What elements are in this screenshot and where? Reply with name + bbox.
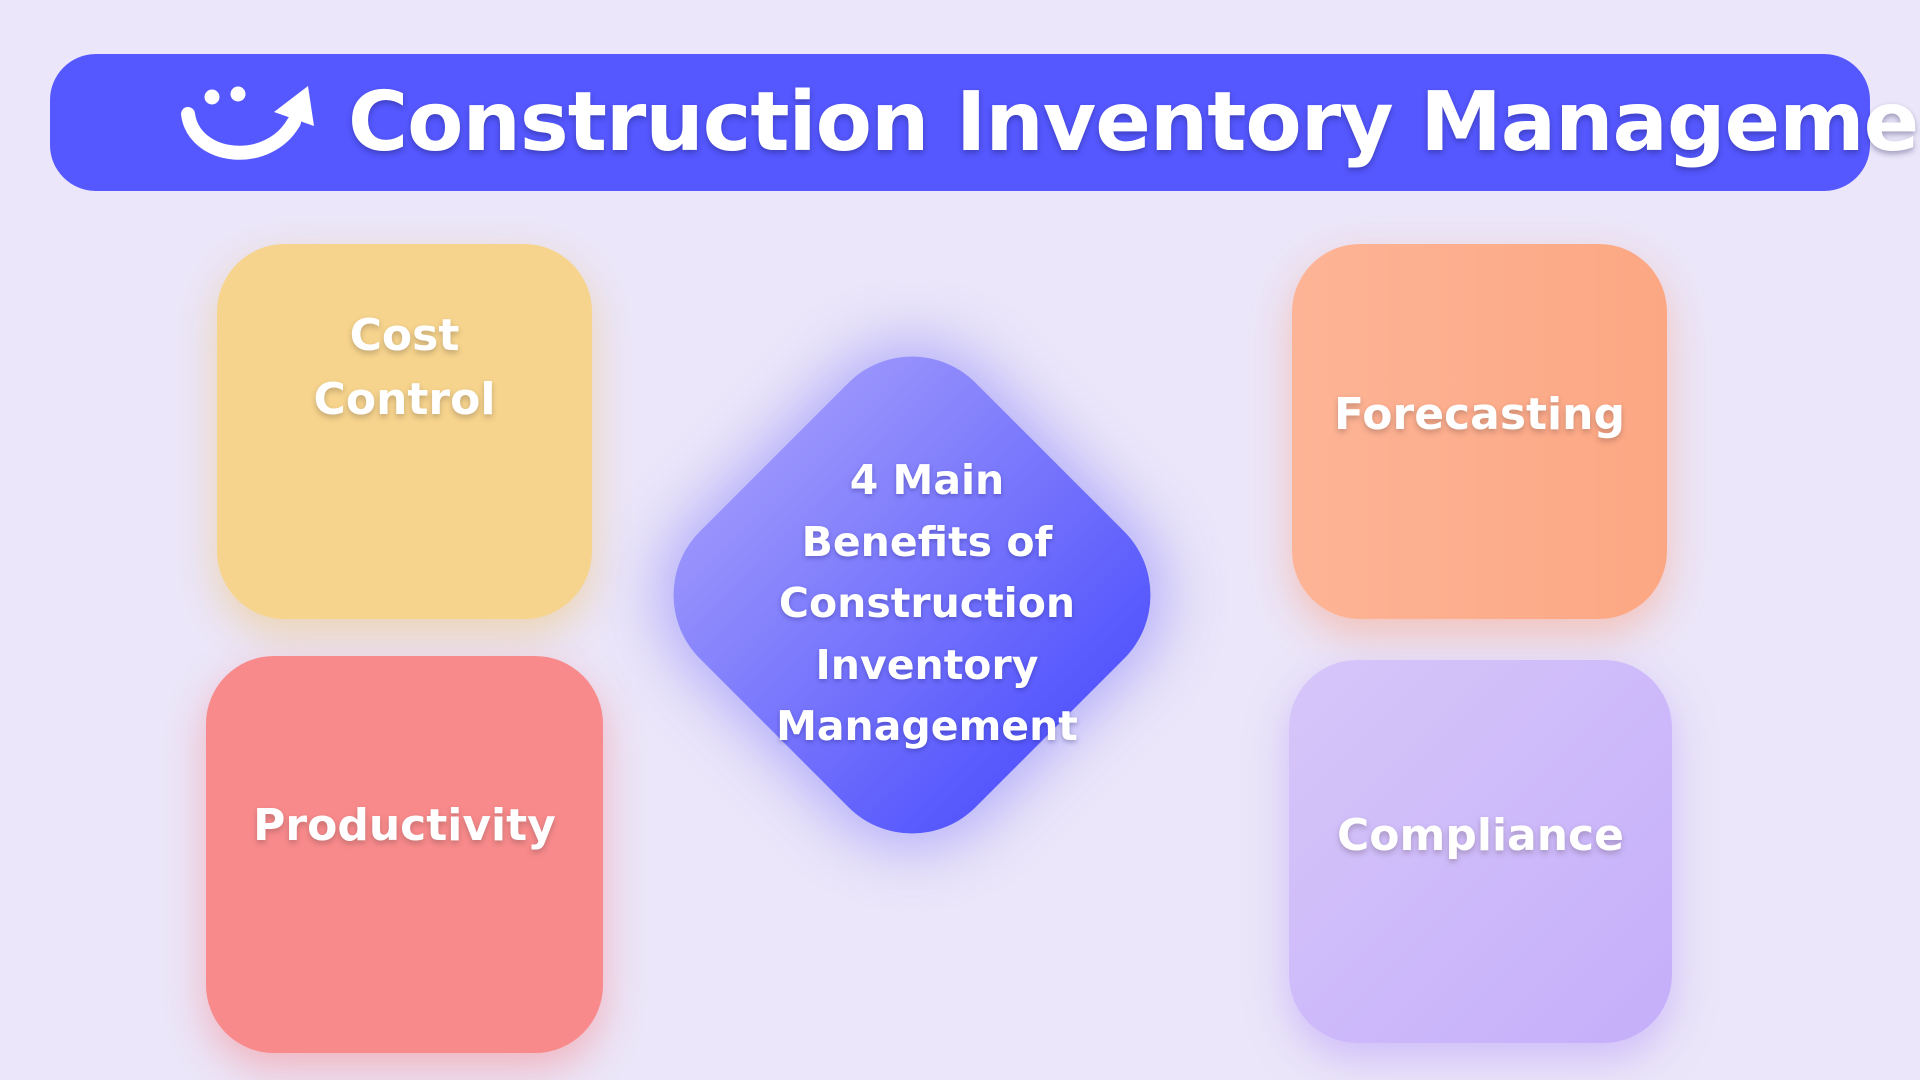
title-banner: Construction Inventory Management — [50, 54, 1920, 191]
benefit-label-productivity: Productivity — [253, 799, 556, 851]
benefit-card-productivity: Productivity — [206, 656, 603, 1053]
center-label-line: Inventory — [815, 640, 1039, 689]
benefit-label-cost-control: Cost Control — [313, 310, 496, 464]
center-label-line: Construction — [778, 579, 1076, 627]
center-label-line: Benefits of — [801, 517, 1053, 566]
benefit-card-compliance: Compliance — [1289, 660, 1672, 1043]
center-label-line: Management — [776, 702, 1078, 750]
benefit-card-forecasting: Forecasting — [1292, 244, 1667, 619]
page-title: Construction Inventory Management — [348, 75, 1920, 170]
benefit-label-line: Control — [313, 373, 496, 425]
benefit-label-compliance: Compliance — [1337, 809, 1624, 861]
smile-arrow-logo-icon — [181, 86, 314, 160]
center-label: 4 Main Benefits of Construction Inventor… — [742, 450, 1112, 758]
benefit-label-line: Cost — [349, 309, 460, 361]
benefit-label-forecasting: Forecasting — [1334, 388, 1625, 440]
center-label-line: 4 Main — [849, 456, 1005, 504]
benefit-card-cost-control: Cost Control — [217, 244, 592, 619]
